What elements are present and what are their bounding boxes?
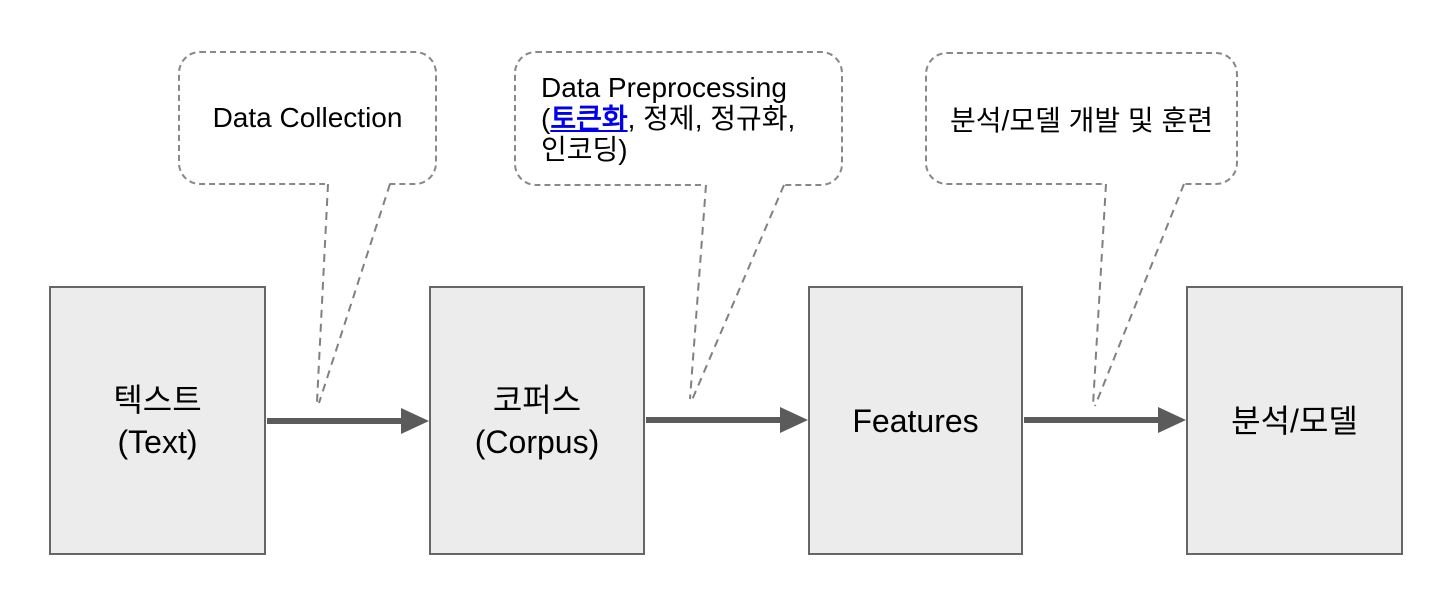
callout-analysis-model-training: 분석/모델 개발 및 훈련 [925,52,1238,185]
preprocessing-encoding: 인코딩) [541,134,628,165]
box-analysis-model-label: 분석/모델 [1231,402,1358,439]
callout-tail-data-preprocessing [689,181,785,401]
box-corpus-label-line1: 코퍼스 [492,381,582,418]
callout-analysis-model-training-label: 분석/모델 개발 및 훈련 [950,104,1213,136]
preprocessing-title: Data Preprocessing [541,72,787,103]
callout-tail-analysis-model [1092,180,1185,407]
callout-data-collection: Data Collection [178,51,437,185]
box-text: 텍스트 (Text) [49,286,266,555]
callout-data-collection-label: Data Collection [212,102,403,133]
preprocessing-steps: , 정제, 정규화, [627,103,796,134]
arrow-corpus-to-features [646,407,808,433]
box-features-label: Features [852,402,979,439]
arrow-features-to-analysis [1024,407,1186,433]
box-features: Features [808,286,1023,555]
box-text-label-line1: 텍스트 [113,381,202,418]
box-corpus: 코퍼스 (Corpus) [429,286,645,555]
box-corpus-label-line2: (Corpus) [474,423,600,460]
callout-tail-data-collection [316,180,391,404]
callout-data-preprocessing-label: Data Preprocessing (토큰화, 정제, 정규화, 인코딩) [516,72,803,165]
box-analysis-model: 분석/모델 [1186,286,1403,555]
box-text-label-line2: (Text) [117,423,198,460]
callout-data-preprocessing: Data Preprocessing (토큰화, 정제, 정규화, 인코딩) [514,51,843,186]
paren-open: ( [541,103,551,134]
tokenization-link[interactable]: 토큰화 [550,103,628,134]
arrow-text-to-corpus [267,408,429,434]
